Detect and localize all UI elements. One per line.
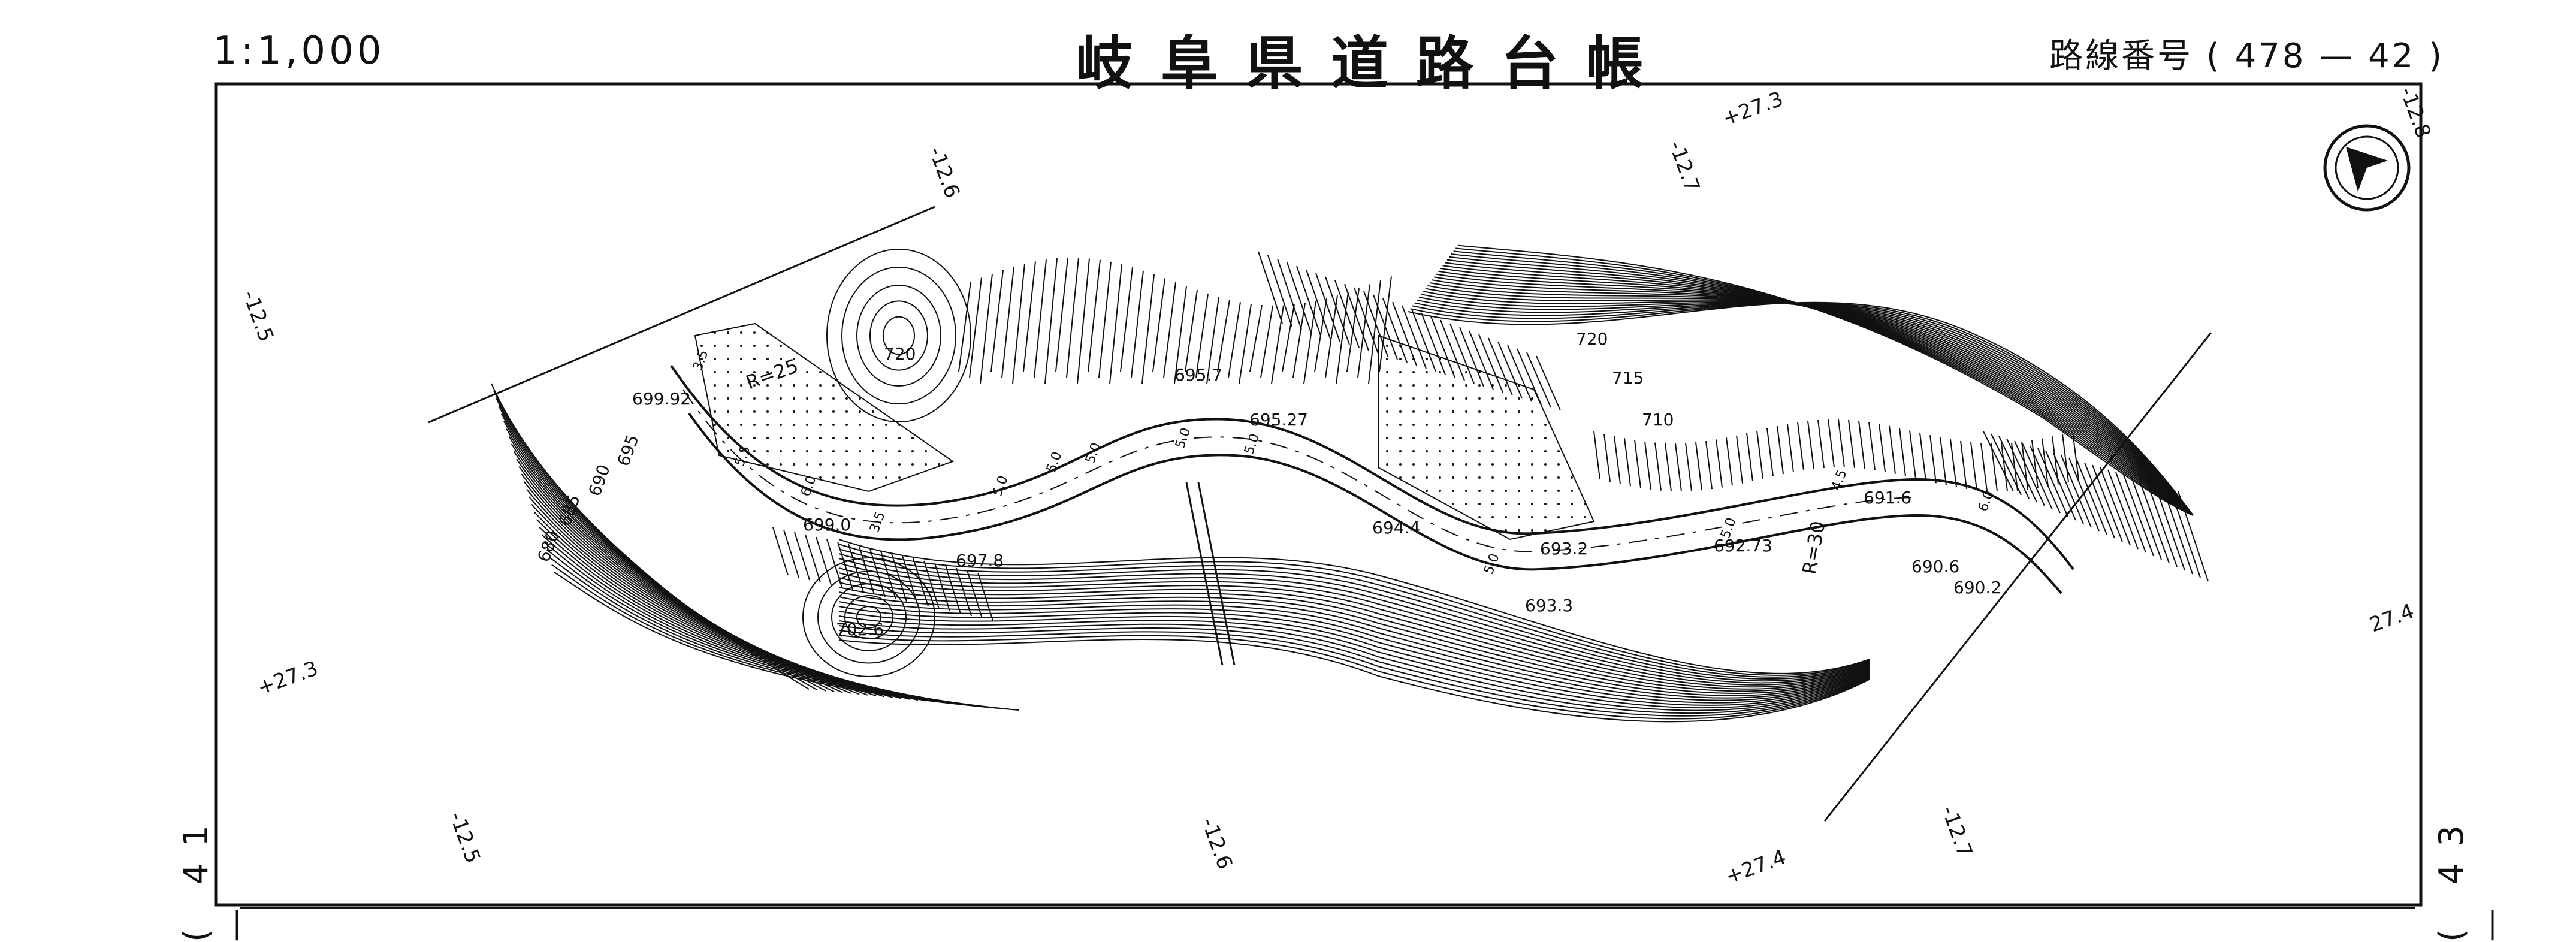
spot-elevation: 699.0 [803,515,851,535]
map-scale: 1:1,000 [213,29,385,73]
contour-label: 710 [1642,410,1674,430]
grid-label: -12.7 [1937,802,1977,860]
spot-elevation: 695.27 [1249,410,1308,430]
dotted-fill-areas [694,322,1595,541]
spot-elevation: 690.2 [1953,578,2001,597]
spot-elevation: 692.73 [1714,536,1772,555]
map-frame [214,82,2423,907]
spot-elevation: 699.92 [632,389,691,409]
road-width-label: 5.0 [1173,426,1194,451]
road-width-label: 5.0 [1242,432,1263,457]
road-width-label: 5.0 [990,474,1011,499]
grid-label: -12.5 [445,808,485,866]
spot-elevation: 697.8 [956,551,1004,570]
road-width-label: 5.0 [1044,450,1065,475]
contour-label: 695 [614,432,643,469]
road-width-label: 6.0 [1976,489,1997,514]
boundary-line [428,206,935,424]
boundary-line [1823,332,2212,822]
spot-elevation: 690.6 [1911,557,1959,576]
spot-elevation: 693.2 [1540,539,1588,558]
spot-elevation: 702.6 [836,620,884,639]
grid-label: +27.4 [1722,845,1789,889]
grid-label: -12.8 [2395,83,2436,141]
contour-label: 720 [884,344,916,364]
spot-elevation: 691.6 [1864,488,1911,508]
contour-label: 720 [1576,329,1608,349]
grid-label: -12.6 [1197,814,1237,872]
north-arrow-icon [2323,124,2411,212]
page-title: 岐阜県道路台帳 [1076,29,1671,97]
road [670,364,2074,666]
slope-hatching [772,251,2209,621]
road-width-label: 3.5 [867,510,888,535]
road-width-label: 5.0 [1481,552,1502,576]
contour-label: 715 [1612,368,1644,388]
curve-radius-label: R=30 [1798,519,1829,576]
grid-label: +27.3 [254,656,321,700]
grid-label: -12.7 [1664,137,1705,195]
spot-elevations: 699.92 695.7 695.27 699.0 697.8 702.6 69… [632,365,2001,639]
grid-label: +27.3 [1719,87,1786,131]
spot-elevation: 695.7 [1174,365,1222,385]
road-width-label: 5.0 [1083,441,1104,466]
spot-elevation: 694.4 [1372,518,1420,538]
road-width-label: 4.5 [1829,468,1850,493]
grid-label: 27.4 [2366,599,2417,637]
grid-label: -12.6 [924,143,965,201]
contour-label: 690 [585,462,614,499]
route-number: 路線番号 ( 478 — 42 ) [2049,37,2444,76]
contour-lines [491,244,2194,723]
spot-elevation: 693.3 [1525,596,1573,615]
grid-label: -12.5 [238,287,279,345]
